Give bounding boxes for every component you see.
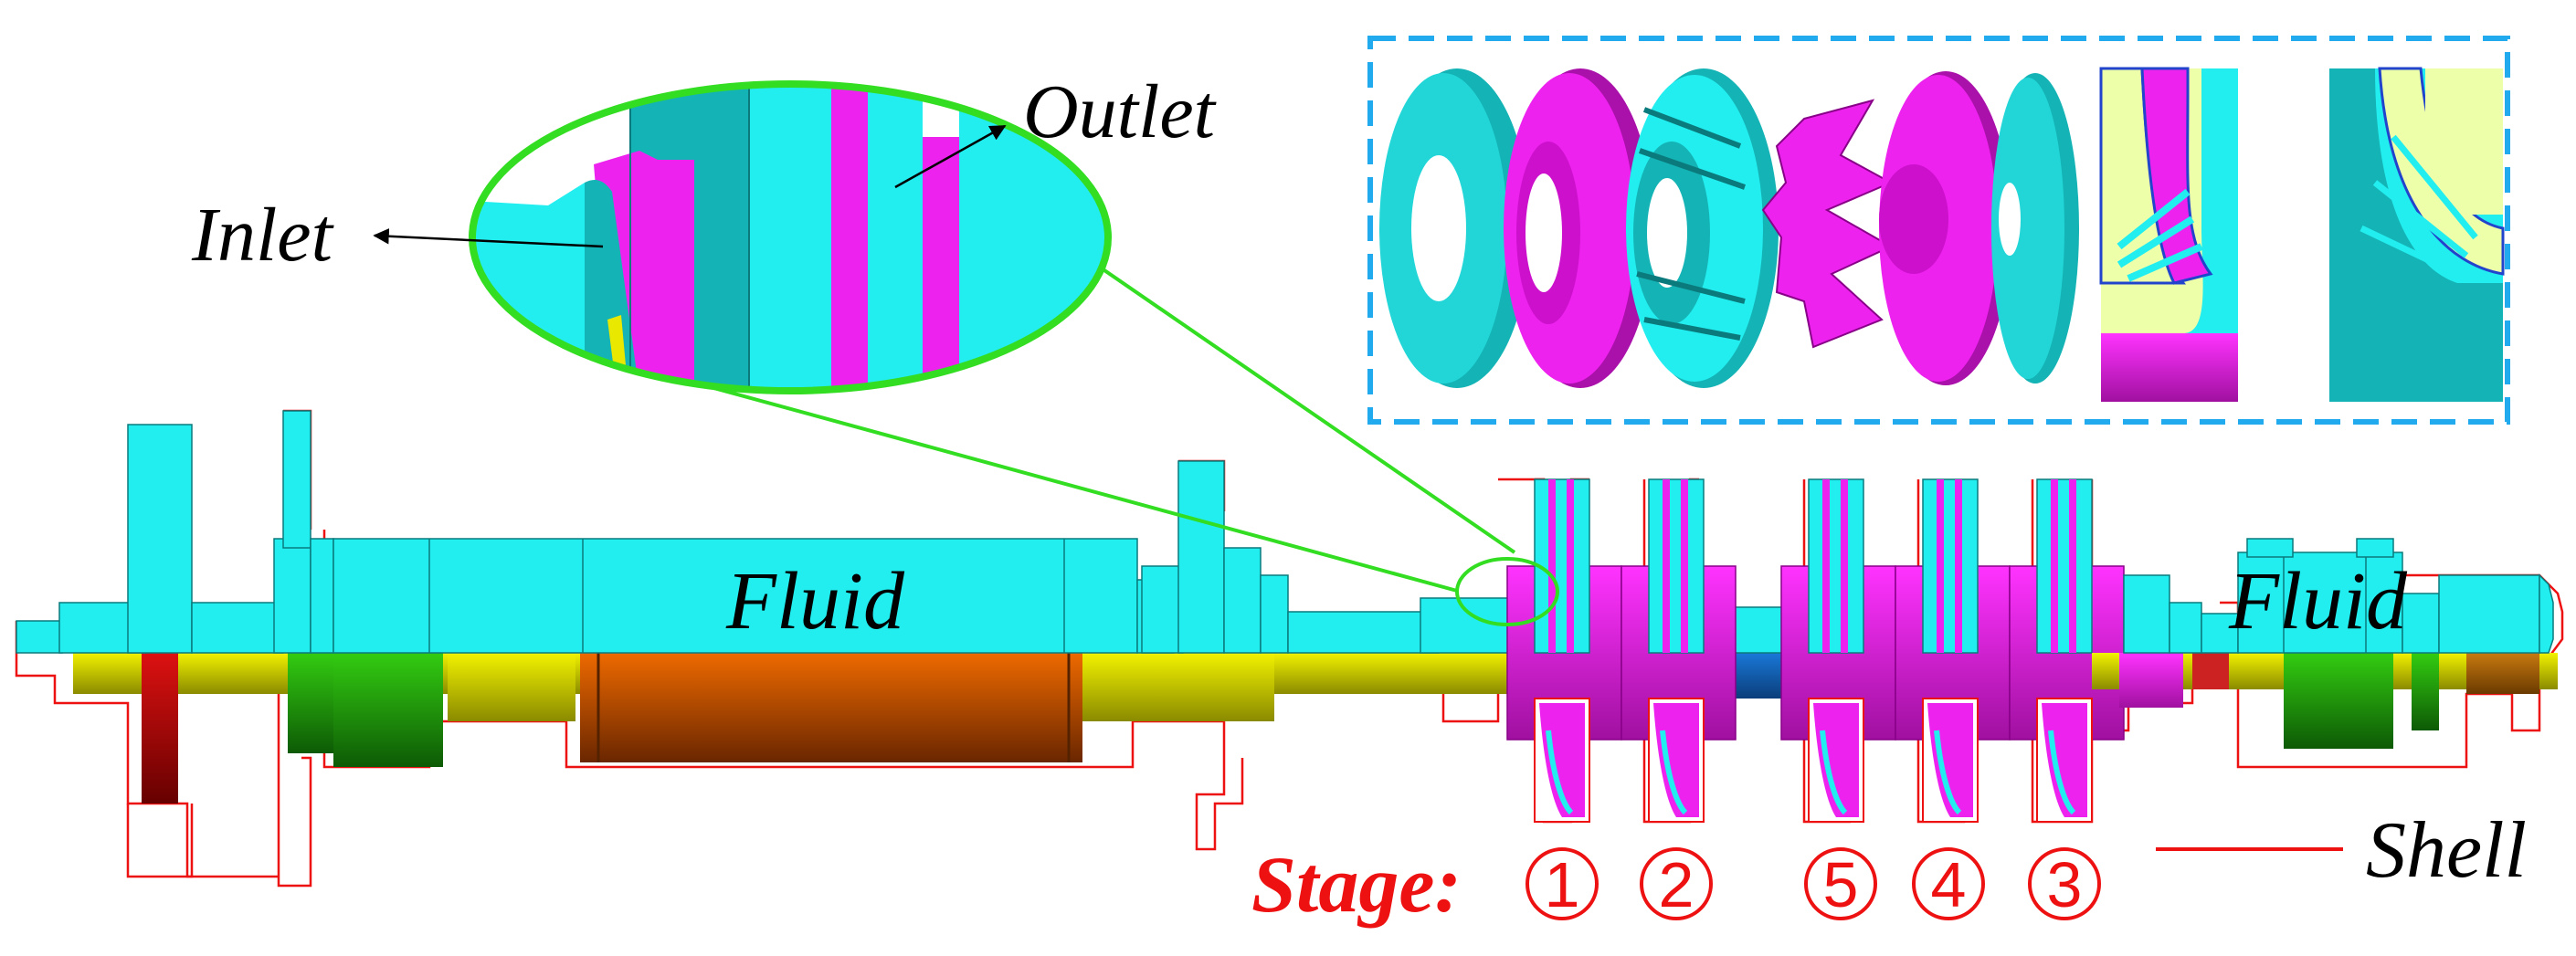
zoom-inset-content — [474, 86, 1106, 389]
stage-number-text: 1 — [1545, 849, 1580, 920]
stage-label: Stage: — [1251, 841, 1462, 930]
shell-label: Shell — [2366, 806, 2527, 895]
stage-number-circle — [1912, 847, 1985, 920]
impeller-stage-4 — [1895, 478, 2011, 823]
stage-number-text: 3 — [2047, 849, 2083, 920]
fluid-right — [2092, 538, 2558, 749]
stage-numbers: 1 2 5 4 3 — [1526, 847, 2101, 920]
inlet-arrow — [373, 228, 604, 248]
outlet-label: Outlet — [1023, 69, 1218, 154]
stage-number-3: 3 — [2028, 847, 2101, 920]
fluid-left — [16, 410, 1513, 654]
hub-disk — [1504, 68, 1653, 388]
impeller-section-view-2 — [2329, 67, 2505, 402]
flow-arrows — [373, 124, 1007, 248]
impeller-stage-5 — [1780, 478, 1896, 823]
outlet-arrow — [894, 124, 1007, 189]
stage-number-circle — [1526, 847, 1599, 920]
stage-number-5: 5 — [1804, 847, 1877, 920]
stage-number-4: 4 — [1912, 847, 1985, 920]
cyan-blades — [1626, 68, 1779, 388]
rotor-shaft — [73, 653, 1516, 804]
stage-number-2: 2 — [1640, 847, 1713, 920]
component-inset — [1367, 36, 2510, 425]
stage-number-text: 5 — [1823, 849, 1859, 920]
stage-number-text: 2 — [1659, 849, 1694, 920]
stage-number-text: 4 — [1931, 849, 1967, 920]
stage-number-1: 1 — [1526, 847, 1599, 920]
impeller-stage-1 — [1506, 478, 1622, 823]
stage-number-circle — [2028, 847, 2101, 920]
fluid-right-label: Fluid — [2228, 556, 2408, 646]
impeller-stage-2 — [1621, 478, 1737, 823]
impeller-section-view-1 — [2099, 67, 2238, 402]
inlet-label: Inlet — [191, 193, 335, 278]
stage-number-circle — [1640, 847, 1713, 920]
magenta-blades — [1761, 99, 1894, 349]
fluid-left-label: Fluid — [725, 556, 905, 646]
zoom-ellipse — [469, 80, 1112, 394]
shroud-disk-2 — [1991, 73, 2079, 383]
hub-disk-2 — [1879, 71, 2011, 385]
impeller-stage-3 — [2009, 478, 2125, 823]
stage-number-circle — [1804, 847, 1877, 920]
impeller-stages — [1506, 478, 2125, 823]
shroud-disk-1 — [1379, 68, 1530, 388]
